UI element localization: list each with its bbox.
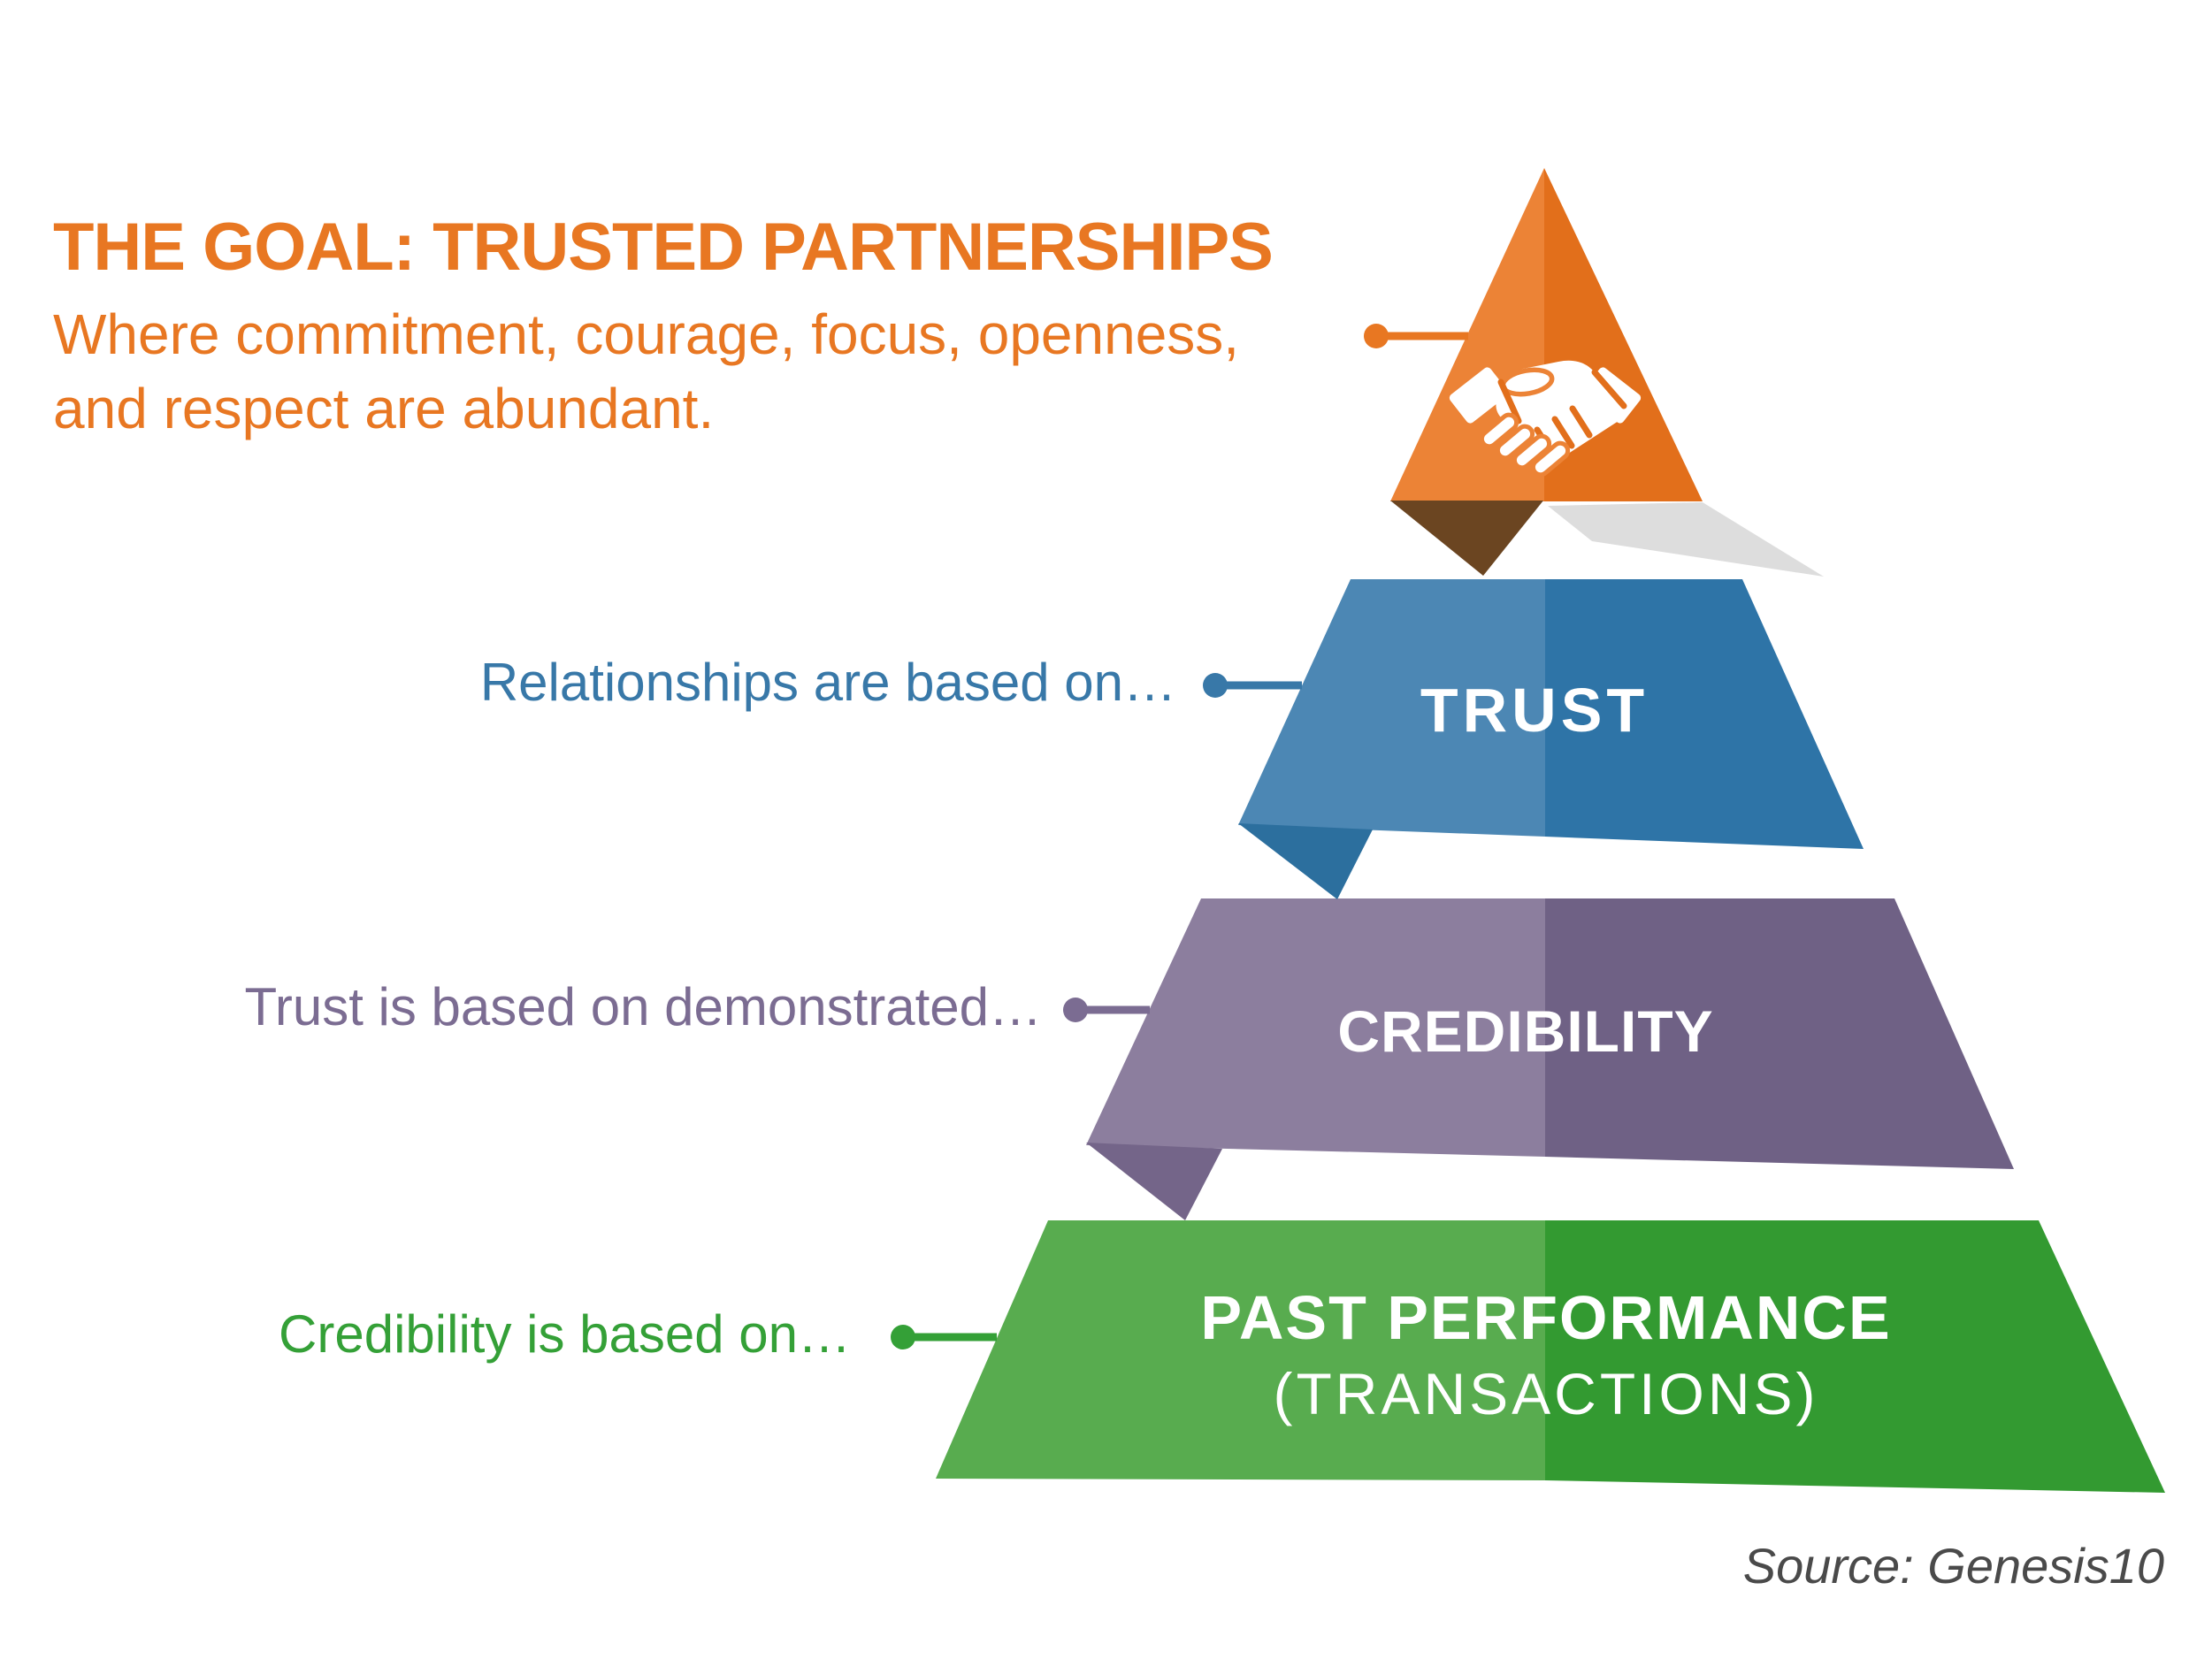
- handshake-knuckles: [1479, 412, 1571, 478]
- page-subtitle: Where commitment, courage, focus, openne…: [53, 297, 1239, 447]
- triangle-shadow: [1548, 502, 1824, 577]
- trust-ribbon-fold: [1238, 823, 1373, 899]
- label-trust-basis: Trust is based on demonstrated…: [244, 977, 1042, 1036]
- page-subtitle-line2: and respect are abundant.: [53, 377, 715, 441]
- connector-past-performance: [891, 1325, 997, 1349]
- connector-partnership-dot: [1364, 324, 1389, 348]
- label-credibility-basis: Credibility is based on…: [279, 1304, 851, 1364]
- source-credit: Source: Genesis10: [1742, 1538, 2164, 1594]
- label-relationships: Relationships are based on…: [479, 653, 1176, 712]
- band-trust-left: [1238, 579, 1545, 837]
- handshake-left-cuff: [1449, 367, 1509, 424]
- connector-credibility: [1063, 998, 1150, 1022]
- band-past-performance-right: [1545, 1220, 2165, 1493]
- connector-credibility-dot: [1063, 998, 1088, 1022]
- page-subtitle-line1: Where commitment, courage, focus, openne…: [53, 302, 1240, 366]
- band-credibility-right: [1545, 898, 2014, 1169]
- connector-past-performance-dot: [891, 1325, 915, 1349]
- connector-partnership: [1364, 324, 1468, 348]
- band-label-past-performance: PAST PERFORMANCE: [1200, 1283, 1892, 1352]
- credibility-ribbon-fold: [1086, 1143, 1222, 1220]
- connector-trust-dot: [1203, 673, 1228, 698]
- band-label-trust: TRUST: [1420, 676, 1649, 745]
- handshake-icon: [1449, 360, 1642, 478]
- connector-trust: [1203, 673, 1302, 698]
- band-label-credibility: CREDIBILITY: [1337, 998, 1714, 1064]
- page-title: THE GOAL: TRUSTED PARTNERSHIPS: [53, 210, 1274, 285]
- band-credibility-left: [1086, 898, 1545, 1157]
- triangle-fold: [1390, 501, 1543, 576]
- band-trust-right: [1545, 579, 1864, 849]
- band-past-performance-left: [936, 1220, 1545, 1480]
- band-sublabel-transactions: (TRANSACTIONS): [1273, 1361, 1819, 1426]
